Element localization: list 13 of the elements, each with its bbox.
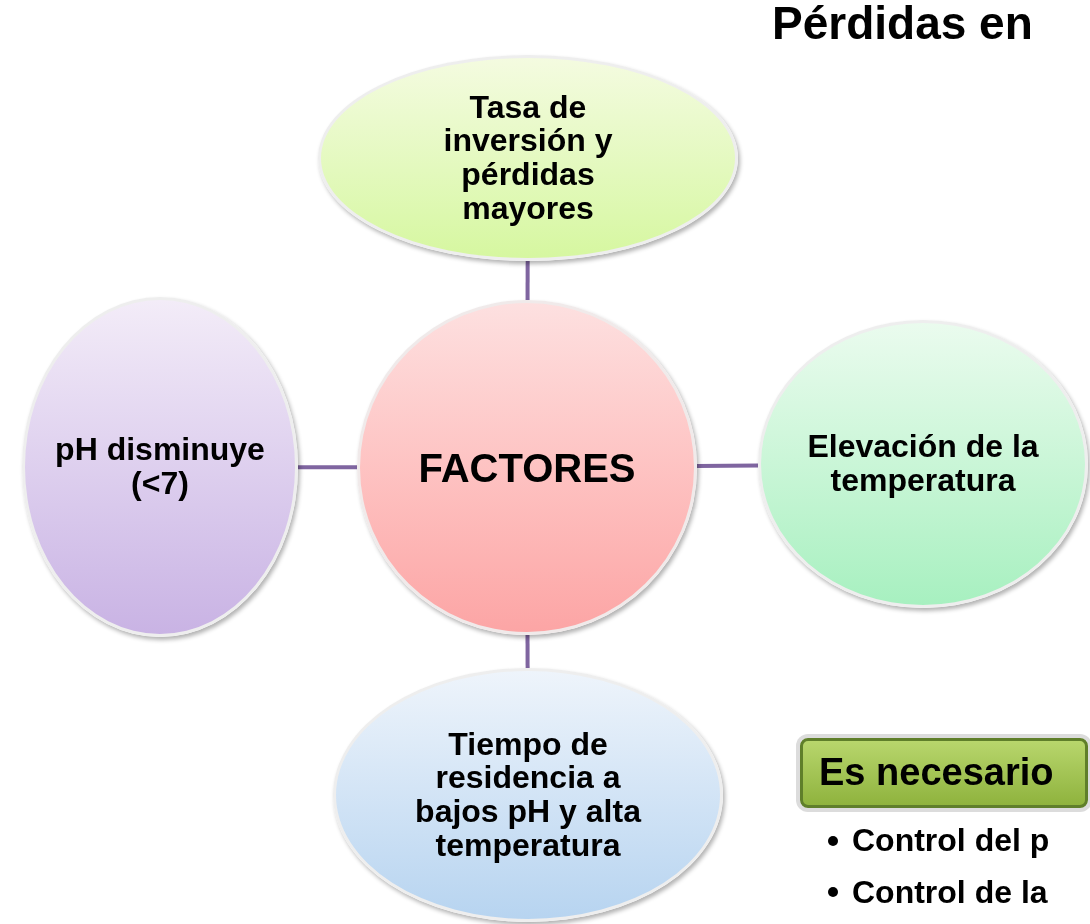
title: Pérdidas en xyxy=(772,0,1033,46)
node-text: Tasa de inversión y pérdidas mayores xyxy=(442,90,614,226)
connector-line xyxy=(696,463,759,468)
bullet-item: Control de la xyxy=(828,871,1050,914)
bullet-item: Control del p xyxy=(828,820,1050,862)
connector-line xyxy=(525,635,530,668)
node-text: Tiempo de residencia a bajos pH y alta temperatura xyxy=(414,727,643,863)
node-text: pH disminuye (<7) xyxy=(54,433,266,501)
node-text: FACTORES xyxy=(418,446,636,489)
connector-line xyxy=(525,261,530,300)
node-text: Elevación de la temperatura xyxy=(806,430,1040,498)
node-text: Es necesario xyxy=(819,753,1054,793)
connector-line xyxy=(298,465,357,470)
